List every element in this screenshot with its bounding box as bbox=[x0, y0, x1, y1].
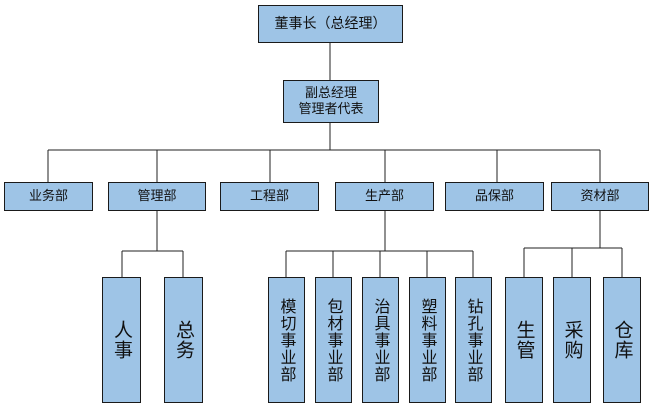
unit-packaging-label: 包材事业部 bbox=[324, 297, 344, 383]
dept-materials-box: 资材部 bbox=[551, 182, 649, 211]
unit-warehouse-label: 仓库 bbox=[611, 320, 634, 360]
unit-die-cutting-label: 模切事业部 bbox=[277, 297, 297, 383]
unit-plastics-label: 塑料事业部 bbox=[418, 297, 438, 383]
dept-quality-label: 品保部 bbox=[474, 188, 514, 204]
unit-plastics-box: 塑料事业部 bbox=[409, 277, 446, 403]
vp-label-line2: 管理者代表 bbox=[298, 101, 364, 117]
dept-production-box: 生产部 bbox=[335, 182, 434, 211]
unit-fixtures-label: 治具事业部 bbox=[371, 297, 391, 383]
dept-engineering-label: 工程部 bbox=[249, 188, 289, 204]
unit-drilling-box: 钻孔事业部 bbox=[455, 277, 492, 403]
unit-die-cutting-box: 模切事业部 bbox=[268, 277, 305, 403]
unit-personnel-label: 人事 bbox=[111, 320, 133, 360]
unit-drilling-label: 钻孔事业部 bbox=[464, 297, 484, 383]
unit-packaging-box: 包材事业部 bbox=[315, 277, 352, 403]
ceo-label: 董事长（总经理） bbox=[274, 16, 387, 32]
dept-sales-label: 业务部 bbox=[28, 188, 68, 204]
unit-personnel-box: 人事 bbox=[102, 277, 141, 403]
vp-box: 副总经理 管理者代表 bbox=[283, 80, 379, 123]
unit-general-affairs-box: 总务 bbox=[164, 277, 203, 403]
ceo-box: 董事长（总经理） bbox=[258, 5, 403, 43]
dept-sales-box: 业务部 bbox=[4, 182, 93, 211]
vp-label-line1: 副总经理 bbox=[304, 85, 357, 101]
dept-management-box: 管理部 bbox=[108, 182, 206, 211]
unit-fixtures-box: 治具事业部 bbox=[362, 277, 399, 403]
dept-management-label: 管理部 bbox=[137, 188, 177, 204]
unit-production-control-label: 生管 bbox=[513, 320, 536, 360]
dept-engineering-box: 工程部 bbox=[220, 182, 319, 211]
dept-production-label: 生产部 bbox=[364, 188, 404, 204]
dept-quality-box: 品保部 bbox=[445, 182, 544, 211]
unit-purchasing-label: 采购 bbox=[561, 320, 584, 360]
unit-production-control-box: 生管 bbox=[505, 277, 543, 403]
dept-materials-label: 资材部 bbox=[580, 188, 620, 204]
unit-general-affairs-label: 总务 bbox=[173, 320, 195, 360]
unit-purchasing-box: 采购 bbox=[553, 277, 591, 403]
unit-warehouse-box: 仓库 bbox=[603, 277, 641, 403]
